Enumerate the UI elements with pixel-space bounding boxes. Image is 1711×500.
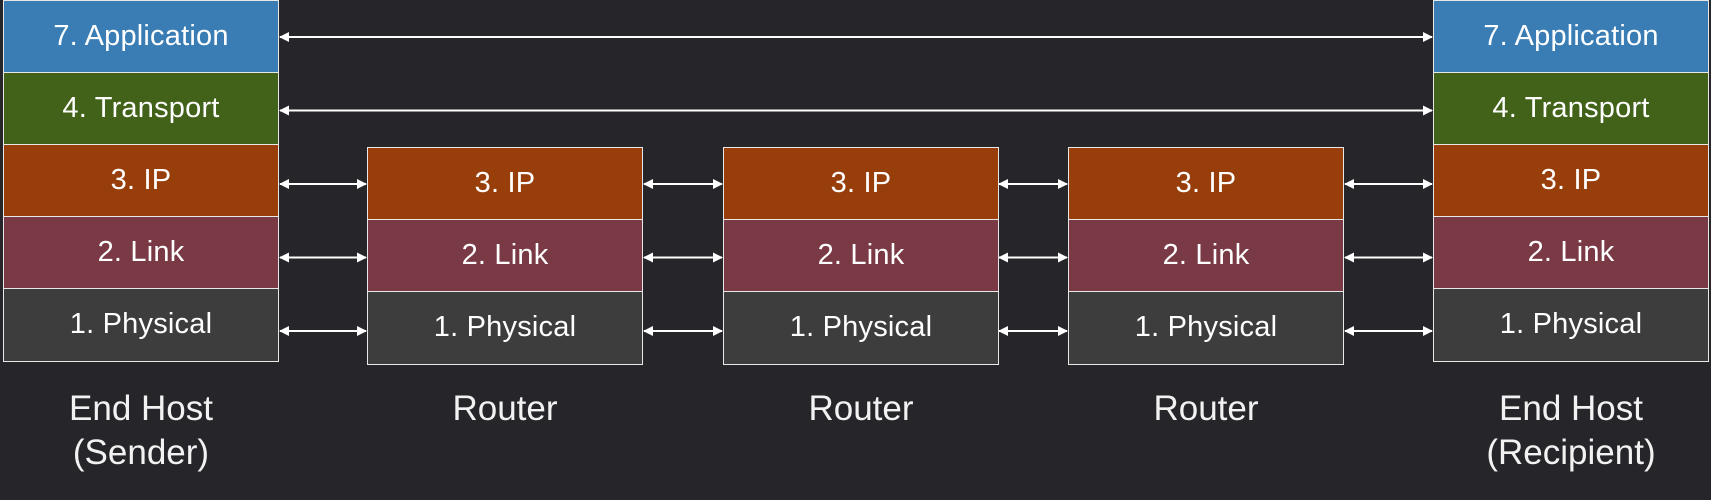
- sender-label-line2: (Sender): [72, 433, 210, 472]
- sender-label-line1: End Host: [69, 389, 213, 428]
- recipient-link-layer: 2. Link: [1433, 216, 1709, 290]
- recipient-application-layer: 7. Application: [1433, 0, 1709, 74]
- sender-transport-layer: 4. Transport: [3, 72, 279, 146]
- recipient-physical-layer: 1. Physical: [1433, 288, 1709, 362]
- recipient-transport-layer: 4. Transport: [1433, 72, 1709, 146]
- router-2-label: Router: [723, 387, 999, 431]
- router-1-ip-layer: 3. IP: [367, 147, 643, 221]
- recipient-label-line2: (Recipient): [1486, 433, 1656, 472]
- sender-ip-layer: 3. IP: [3, 144, 279, 218]
- router-3-ip-layer: 3. IP: [1068, 147, 1344, 221]
- router-2-link-layer: 2. Link: [723, 219, 999, 293]
- router-3-label: Router: [1068, 387, 1344, 431]
- router-1-stack: 3. IP 2. Link 1. Physical: [367, 147, 643, 365]
- sender-application-layer: 7. Application: [3, 0, 279, 74]
- router-2-physical-layer: 1. Physical: [723, 291, 999, 365]
- sender-physical-layer: 1. Physical: [3, 288, 279, 362]
- router-1-physical-layer: 1. Physical: [367, 291, 643, 365]
- router-1-label: Router: [367, 387, 643, 431]
- sender-stack: 7. Application 4. Transport 3. IP 2. Lin…: [3, 0, 279, 362]
- sender-label: End Host (Sender): [3, 387, 279, 475]
- router-3-physical-layer: 1. Physical: [1068, 291, 1344, 365]
- recipient-ip-layer: 3. IP: [1433, 144, 1709, 218]
- router-1-link-layer: 2. Link: [367, 219, 643, 293]
- router-3-stack: 3. IP 2. Link 1. Physical: [1068, 147, 1344, 365]
- recipient-stack: 7. Application 4. Transport 3. IP 2. Lin…: [1433, 0, 1709, 362]
- router-2-label-text: Router: [808, 389, 914, 428]
- router-1-label-text: Router: [452, 389, 558, 428]
- router-3-label-text: Router: [1153, 389, 1259, 428]
- recipient-label: End Host (Recipient): [1433, 387, 1709, 475]
- router-2-stack: 3. IP 2. Link 1. Physical: [723, 147, 999, 365]
- router-3-link-layer: 2. Link: [1068, 219, 1344, 293]
- recipient-label-line1: End Host: [1499, 389, 1643, 428]
- sender-link-layer: 2. Link: [3, 216, 279, 290]
- router-2-ip-layer: 3. IP: [723, 147, 999, 221]
